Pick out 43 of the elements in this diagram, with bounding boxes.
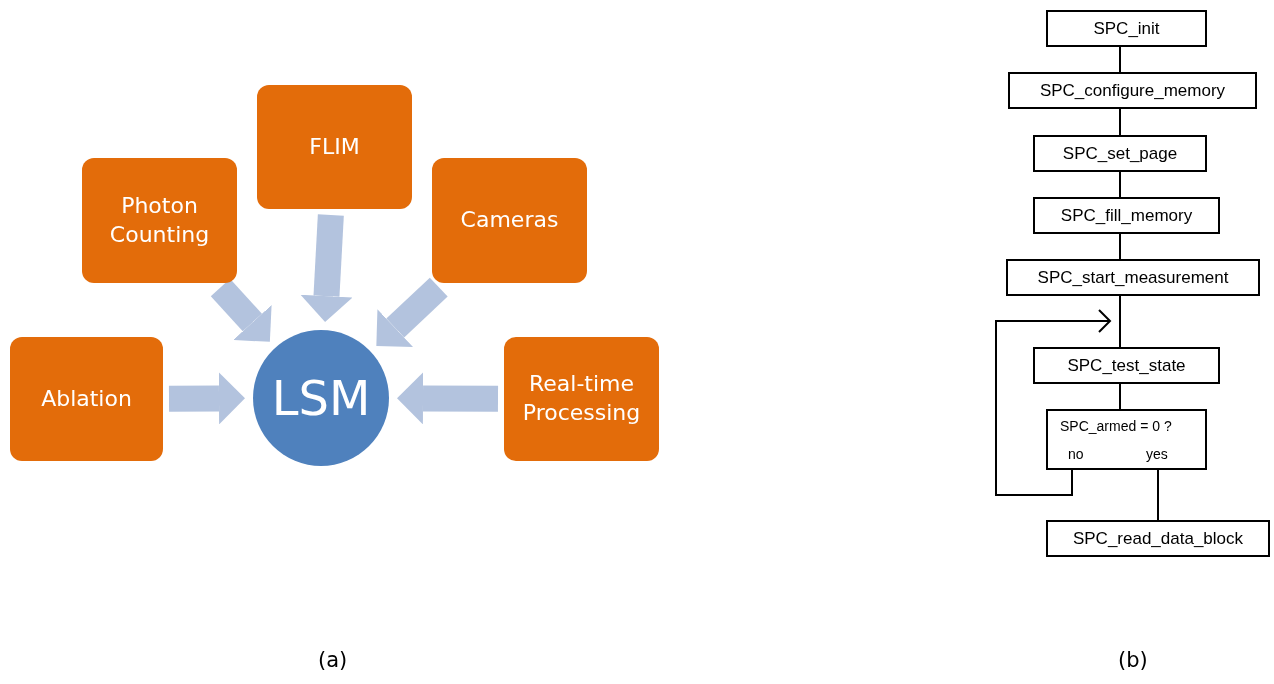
- block-arrow: [397, 372, 499, 425]
- block-arrow: [376, 277, 448, 347]
- connector-line: [1119, 46, 1121, 73]
- connector-line: [1119, 233, 1121, 260]
- node-label: SPC_set_page: [1062, 143, 1178, 164]
- process-box: [504, 337, 659, 461]
- process-box: [257, 85, 412, 209]
- node-label: LSM: [271, 370, 371, 426]
- block-arrow: [168, 372, 245, 425]
- node-label: SPC_fill_memory: [1060, 205, 1193, 226]
- connector-line: [1119, 383, 1121, 410]
- process-box: [1033, 135, 1207, 172]
- node-label: Photon Counting: [108, 191, 211, 249]
- node-label: Real-time Processing: [521, 370, 642, 427]
- node-label: SPC_configure_memory: [1039, 80, 1226, 101]
- decision-box: [1046, 409, 1207, 470]
- branch-label: no: [1068, 446, 1084, 462]
- node-label: FLIM: [309, 132, 360, 161]
- node-label: Ablation: [41, 384, 132, 413]
- process-box: [10, 337, 163, 461]
- process-box: [1046, 520, 1270, 557]
- process-box: [1046, 10, 1207, 47]
- process-box: [1008, 72, 1257, 109]
- node-label: SPC_read_data_block: [1072, 528, 1244, 549]
- connector-line: [1119, 108, 1121, 136]
- process-box: [1033, 347, 1220, 384]
- panel-label: (b): [1118, 648, 1148, 672]
- process-box: [1033, 197, 1220, 234]
- panel-label: (a): [318, 648, 348, 672]
- condition-text: SPC_armed = 0 ?: [1060, 418, 1172, 434]
- connector-line: [1119, 171, 1121, 198]
- connector-line: [1119, 295, 1121, 348]
- node-label: SPC_init: [1093, 18, 1160, 39]
- process-box: [432, 158, 587, 283]
- connector-line: [1157, 469, 1159, 521]
- block-arrow: [300, 214, 353, 323]
- process-box: [82, 158, 237, 283]
- arrow: [995, 309, 1111, 496]
- node-label: Cameras: [460, 206, 559, 235]
- node-label: SPC_test_state: [1067, 355, 1186, 376]
- process-box: [1006, 259, 1260, 296]
- node-label: SPC_start_measurement: [1037, 267, 1229, 288]
- branch-label: yes: [1146, 446, 1168, 462]
